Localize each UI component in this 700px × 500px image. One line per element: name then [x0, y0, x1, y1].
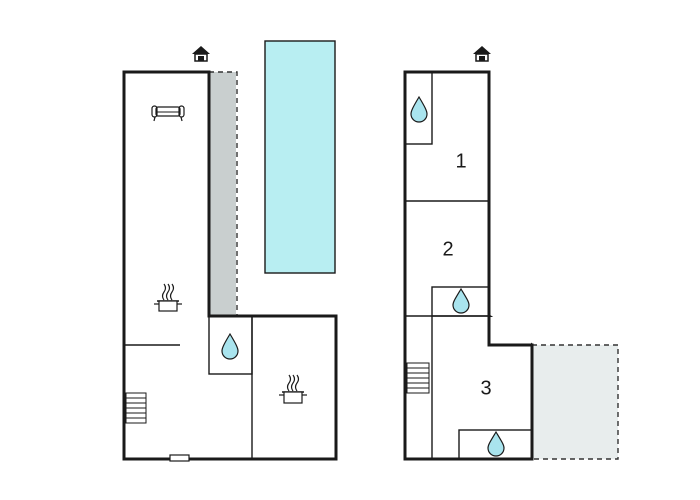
bathroom-bottom — [458, 429, 533, 460]
kitchen-pot-icon-2 — [279, 374, 307, 404]
bathroom-top — [404, 71, 433, 145]
left-outer-wall — [122, 70, 338, 461]
sofa-icon — [151, 105, 185, 122]
kitchen-pot-icon — [154, 283, 182, 312]
bathroom-middle — [431, 286, 490, 317]
walkway-dashed-outline — [209, 71, 238, 316]
room-number-3: 3 — [480, 377, 491, 399]
water-drop-icon-bottom — [487, 430, 505, 457]
left-floor-plan — [122, 40, 338, 462]
water-drop-icon-top — [410, 95, 428, 123]
room-number-1: 1 — [455, 150, 466, 172]
bathroom-small — [208, 315, 253, 375]
terrace-dashed-outline — [532, 344, 619, 460]
room-number-2: 2 — [442, 238, 453, 260]
covered-walkway — [209, 72, 236, 315]
right-outer-wall — [403, 70, 534, 461]
swimming-pool — [264, 40, 336, 274]
water-drop-icon — [221, 332, 239, 360]
stairs-left — [125, 392, 147, 424]
water-drop-icon-middle — [452, 287, 470, 314]
house-entrance-icon-2 — [473, 46, 491, 62]
terrace — [532, 345, 618, 459]
house-entrance-icon — [192, 46, 210, 62]
front-door — [169, 454, 190, 462]
right-floor-plan: 1 2 3 — [403, 46, 619, 461]
stairs-right — [406, 362, 430, 394]
